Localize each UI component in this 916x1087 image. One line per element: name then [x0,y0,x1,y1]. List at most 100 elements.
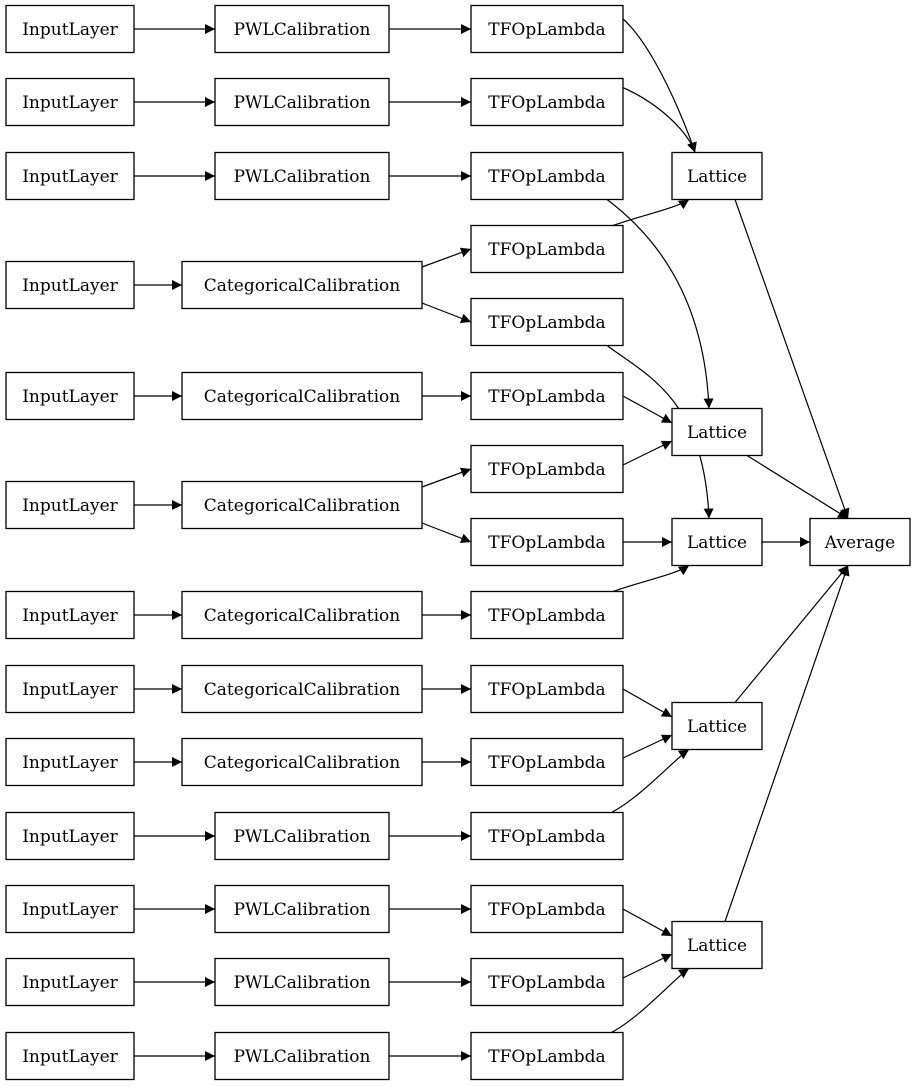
node-tf13: TFOpLambda [470,884,624,934]
node-label: CategoricalCalibration [204,606,400,626]
node-label: CategoricalCalibration [204,680,400,700]
node-box [470,517,624,567]
edge-tf3-lat2 [606,199,714,409]
node-cal3: PWLCalibration [214,151,390,201]
node-box [214,957,390,1007]
node-box [181,590,423,640]
node-box [470,664,624,714]
node-box [470,77,624,127]
node-box [214,811,390,861]
node-in11: InputLayer [5,884,135,934]
node-cal7: CategoricalCalibration [181,590,423,640]
node-label: PWLCalibration [234,900,371,920]
node-box [5,884,135,934]
node-tf9: TFOpLambda [470,590,624,640]
nodes-layer: InputLayerInputLayerInputLayerInputLayer… [5,4,911,1081]
node-box [5,1031,135,1081]
node-label: InputLayer [22,606,118,626]
node-label: PWLCalibration [234,167,371,187]
node-label: Average [824,533,895,553]
node-in1: InputLayer [5,4,135,54]
node-tf6: TFOpLambda [470,371,624,421]
node-label: InputLayer [22,827,118,847]
node-label: TFOpLambda [488,900,605,920]
node-label: TFOpLambda [488,1047,605,1067]
node-cal1: PWLCalibration [214,4,390,54]
node-box [671,701,763,751]
edge-lat4-avg [734,565,849,703]
node-box [470,444,624,494]
node-label: CategoricalCalibration [204,753,400,773]
node-box [470,737,624,787]
node-label: TFOpLambda [488,313,605,333]
node-label: TFOpLambda [488,240,605,260]
edge-tf6-lat2 [622,395,673,424]
node-label: PWLCalibration [234,20,371,40]
node-box [671,920,763,970]
node-label: TFOpLambda [488,606,605,626]
node-cal10: PWLCalibration [214,811,390,861]
node-in4: InputLayer [5,260,135,310]
node-in12: InputLayer [5,957,135,1007]
node-box [470,957,624,1007]
edge-tf15-lat5 [604,968,690,1037]
node-tf14: TFOpLambda [470,957,624,1007]
node-cal4: CategoricalCalibration [181,260,423,310]
node-tf5: TFOpLambda [470,297,624,347]
node-cal12: PWLCalibration [214,957,390,1007]
node-box [470,371,624,421]
node-label: Lattice [687,717,747,737]
node-box [5,480,135,530]
edge-lat1-avg [734,199,850,519]
edge-tf10-lat4 [622,688,673,718]
edge-tf14-lat5 [622,953,673,979]
node-box [470,811,624,861]
node-box [470,224,624,274]
node-label: TFOpLambda [488,460,605,480]
node-cal11: PWLCalibration [214,884,390,934]
node-in9: InputLayer [5,737,135,787]
node-tf15: TFOpLambda [470,1031,624,1081]
node-cal8: CategoricalCalibration [181,664,423,714]
node-label: TFOpLambda [488,93,605,113]
node-cal13: PWLCalibration [214,1031,390,1081]
node-box [5,811,135,861]
edge-cal4-tf4 [421,247,472,268]
node-box [181,371,423,421]
node-label: TFOpLambda [488,973,605,993]
node-box [671,407,763,457]
node-box [181,480,423,530]
node-box [5,151,135,201]
node-tf11: TFOpLambda [470,737,624,787]
edge-tf13-lat5 [622,908,673,937]
node-in7: InputLayer [5,590,135,640]
node-box [470,1031,624,1081]
node-box [5,371,135,421]
node-label: CategoricalCalibration [204,387,400,407]
node-box [5,260,135,310]
node-label: InputLayer [22,680,118,700]
node-box [671,151,763,201]
node-box [181,664,423,714]
node-box [470,590,624,640]
node-box [214,1031,390,1081]
node-cal6: CategoricalCalibration [181,480,423,530]
node-in2: InputLayer [5,77,135,127]
node-cal5: CategoricalCalibration [181,371,423,421]
node-in3: InputLayer [5,151,135,201]
node-label: InputLayer [22,753,118,773]
node-box [181,260,423,310]
node-lat3: Lattice [671,517,763,567]
node-tf12: TFOpLambda [470,811,624,861]
node-box [671,517,763,567]
node-box [214,4,390,54]
node-tf2: TFOpLambda [470,77,624,127]
node-label: TFOpLambda [488,827,605,847]
edges-layer [134,7,850,1061]
edge-tf9-lat3 [604,565,690,596]
node-label: TFOpLambda [488,533,605,553]
node-lat4: Lattice [671,701,763,751]
node-label: InputLayer [22,900,118,920]
node-avg: Average [809,517,911,567]
edge-cal4-tf5 [421,302,472,324]
